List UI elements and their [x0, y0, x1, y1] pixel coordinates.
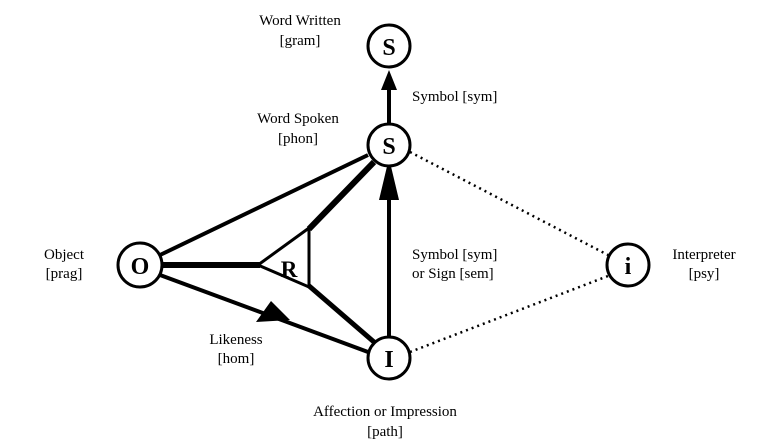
label-impression: Affection or Impression — [313, 404, 457, 420]
edge-object-spoken — [159, 153, 369, 257]
label-symbol-top: Symbol [sym] — [412, 89, 497, 105]
node-object: O — [116, 241, 164, 289]
label-word-written-code: [gram] — [280, 33, 321, 49]
node-word-written: S — [366, 23, 412, 69]
label-impression-code: [path] — [367, 424, 403, 440]
svg-text:I: I — [384, 347, 393, 373]
svg-text:S: S — [382, 134, 395, 160]
label-interpreter-code: [psy] — [689, 266, 720, 282]
dotted-edge-spoken-interpreter — [409, 150, 609, 257]
arrowhead-written — [381, 70, 397, 90]
label-likeness: Likeness — [209, 332, 262, 348]
label-word-spoken-code: [phon] — [278, 131, 318, 147]
label-interpreter: Interpreter — [672, 247, 735, 263]
arrowhead-spoken — [379, 158, 399, 200]
node-interpreter: i — [605, 242, 651, 288]
node-word-spoken: S — [366, 122, 412, 168]
label-word-spoken: Word Spoken — [257, 111, 339, 127]
reference-letter: R — [281, 257, 298, 282]
label-object-code: [prag] — [46, 266, 83, 282]
node-impression: I — [366, 335, 412, 381]
label-likeness-code: [hom] — [218, 351, 255, 367]
svg-text:i: i — [625, 254, 632, 280]
svg-text:O: O — [131, 254, 150, 280]
arrowhead-likeness — [256, 301, 290, 322]
edge-reference-spoken — [306, 159, 377, 232]
label-symbol-sign-2: or Sign [sem] — [412, 266, 494, 282]
svg-text:S: S — [382, 35, 395, 61]
edge-reference-impression — [306, 283, 376, 344]
label-word-written: Word Written — [259, 13, 341, 29]
reference-triangle — [254, 225, 311, 290]
label-symbol-sign-1: Symbol [sym] — [412, 247, 497, 263]
dotted-edge-impression-interpreter — [409, 274, 609, 354]
label-object: Object — [44, 247, 85, 263]
